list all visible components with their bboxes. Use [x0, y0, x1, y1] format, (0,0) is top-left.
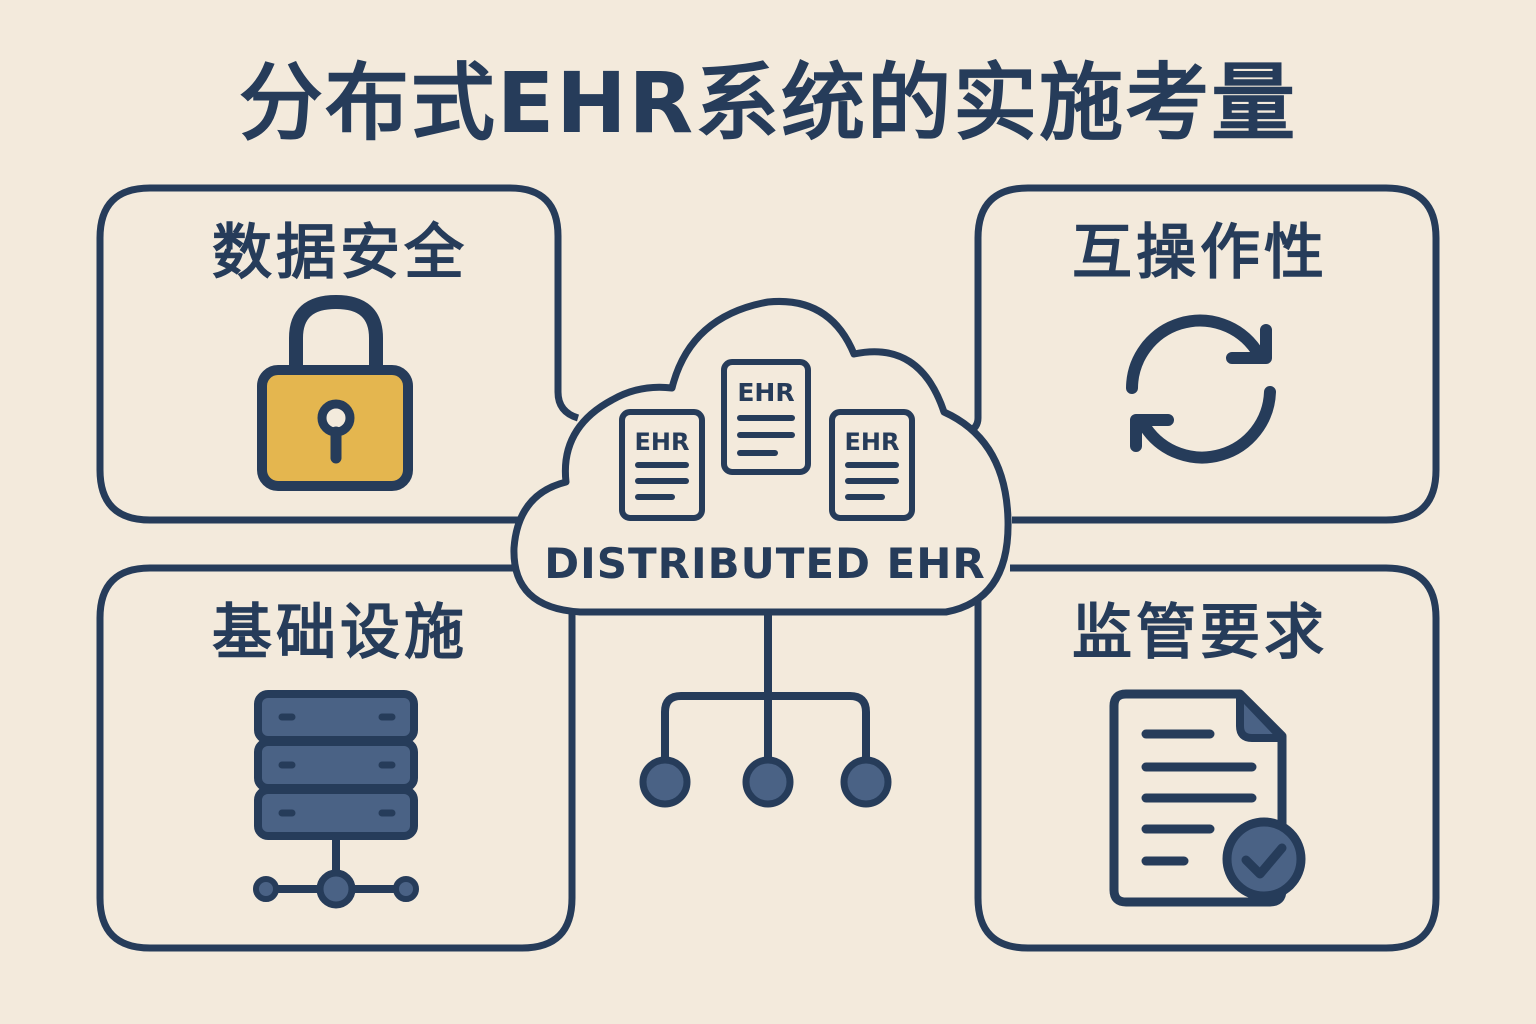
panel-infrastructure — [96, 564, 576, 952]
panel-label-data-security: 数据安全 — [212, 218, 468, 288]
document-check-icon — [1109, 689, 1306, 907]
panel-data-security — [96, 184, 580, 524]
sync-arrows-icon — [1126, 314, 1276, 464]
cloud-label: DISTRIBUTED EHR — [544, 539, 986, 588]
server-stack-icon — [253, 690, 419, 909]
panel-label-infrastructure: 基础设施 — [212, 598, 468, 668]
ehr-document-center: EHR — [721, 359, 811, 475]
network-tree-icon — [639, 612, 892, 808]
svg-text:EHR: EHR — [845, 428, 900, 456]
ehr-document-right: EHR — [829, 409, 915, 521]
panel-label-interoperability: 互操作性 — [1072, 218, 1328, 288]
svg-text:EHR: EHR — [635, 428, 690, 456]
svg-text:EHR: EHR — [737, 378, 794, 407]
panel-label-regulatory: 监管要求 — [1072, 598, 1328, 668]
panel-regulatory — [974, 564, 1440, 952]
diagram-title: 分布式EHR系统的实施考量 — [238, 54, 1298, 152]
padlock-icon — [257, 294, 413, 491]
ehr-document-left: EHR — [619, 409, 705, 521]
